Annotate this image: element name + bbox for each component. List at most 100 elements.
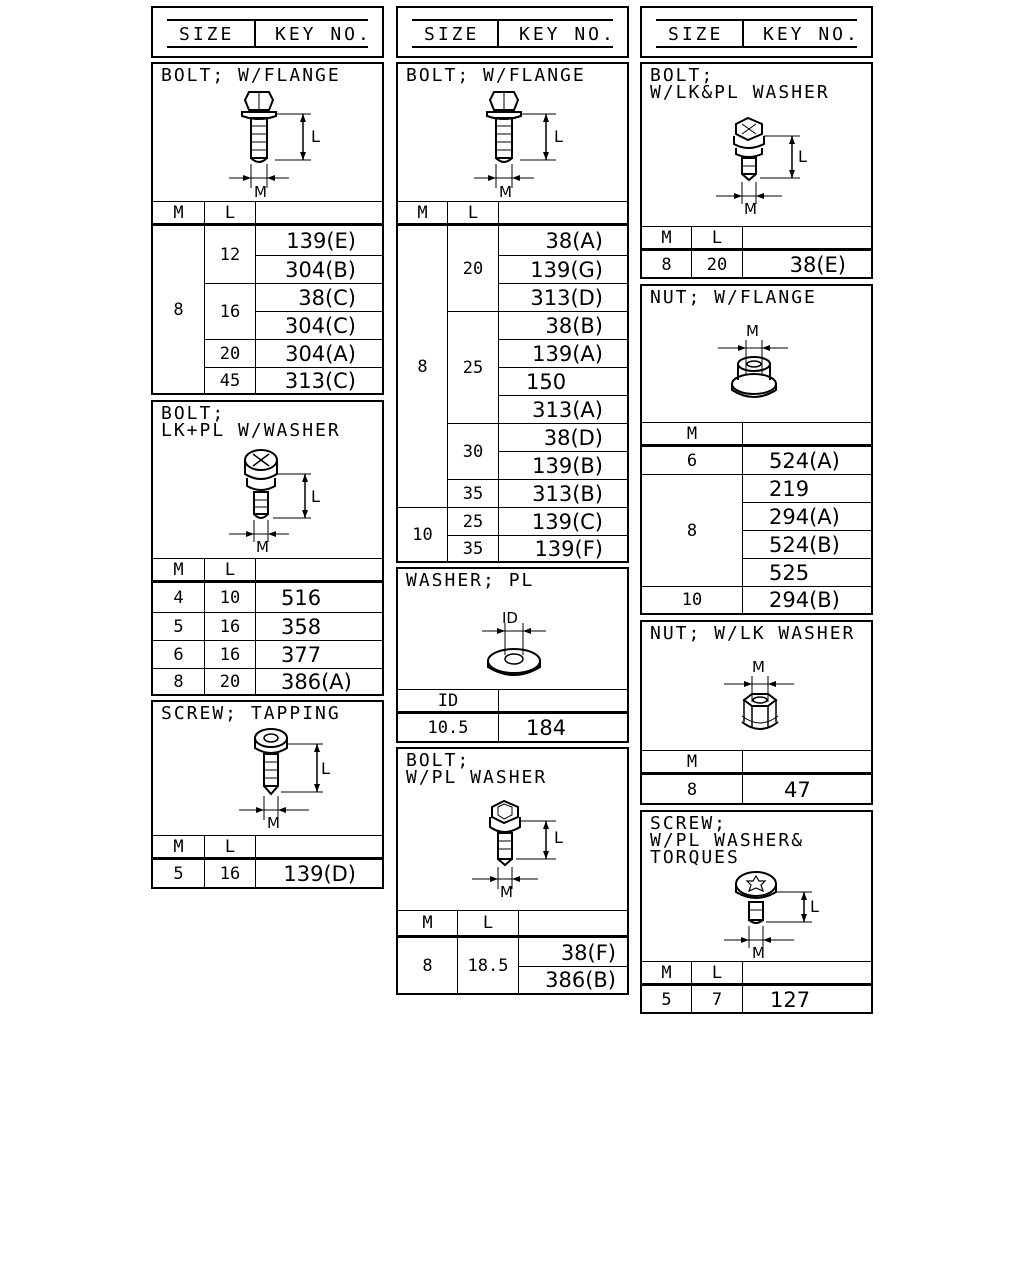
row-rule [499, 255, 627, 256]
svg-text:ID: ID [502, 609, 518, 627]
panel-title: BOLT; W/PL WASHER [406, 750, 548, 788]
col-header-m: M [686, 423, 698, 444]
svg-text:M: M [746, 322, 759, 340]
l-value: 20 [462, 259, 484, 279]
panel-title: SCREW; TAPPING [161, 703, 341, 724]
panel-nut-flange: NUT; W/FLANGE M M 6 8 10 524(A) 219 294(… [640, 284, 873, 615]
l-value: 10 [219, 588, 241, 608]
lock-washer-nut-icon: M [724, 658, 794, 730]
m-value: 10 [681, 590, 703, 610]
table-rule [398, 689, 627, 690]
key-number: 139(D) [283, 862, 356, 886]
row-rule [256, 311, 382, 312]
header-keyno-label: KEY NO. [275, 24, 372, 45]
col-divider [204, 201, 205, 393]
col-header-m: M [173, 202, 184, 223]
l-value: 16 [219, 301, 241, 322]
m-value: 8 [686, 779, 698, 800]
col-header-m: M [417, 202, 428, 223]
col-divider [204, 558, 205, 694]
key-number: 313(A) [532, 397, 603, 422]
size-header-col1: SIZE KEY NO. [151, 6, 384, 58]
size-header-col3: SIZE KEY NO. [640, 6, 873, 58]
row-rule [743, 558, 871, 559]
key-number: 139(G) [530, 257, 603, 282]
table-header-rule [642, 983, 871, 986]
table-rule [642, 750, 871, 751]
table-rule [153, 201, 382, 202]
m-value: 6 [173, 644, 184, 665]
table-rule [642, 226, 871, 227]
svg-text:L: L [810, 897, 819, 916]
row-rule [398, 507, 627, 508]
table-header-rule [642, 248, 871, 251]
row-rule [447, 535, 627, 536]
l-value: 16 [219, 644, 241, 665]
table-rule [642, 422, 871, 423]
panel-bolt-lkpl-washer: BOLT; LK+PL W/WASHER L M M L 4 10 516 5 … [151, 400, 384, 696]
svg-text:L: L [311, 127, 320, 146]
col-header-m: M [173, 836, 184, 857]
panel-title: WASHER; PL [406, 570, 535, 591]
header-divider [742, 21, 744, 47]
key-number: 38(A) [545, 229, 603, 253]
svg-text:M: M [267, 814, 280, 832]
row-rule [519, 966, 627, 967]
l-value: 16 [219, 616, 241, 637]
svg-text:L: L [554, 828, 563, 847]
l-value: 25 [462, 511, 484, 532]
header-rule-bottom [656, 46, 857, 48]
key-number: 38(F) [560, 940, 616, 965]
header-rule-bottom [412, 46, 613, 48]
key-number: 377 [281, 642, 322, 667]
row-rule [642, 474, 871, 475]
svg-text:L: L [321, 759, 330, 778]
panel-title: BOLT; W/LK&PL WASHER [650, 65, 830, 103]
m-value: 8 [686, 520, 698, 541]
key-number: 38(C) [298, 285, 356, 310]
header-size-label: SIZE [424, 24, 480, 45]
m-value: 8 [422, 956, 433, 976]
table-header-rule [398, 223, 627, 226]
row-rule [447, 479, 627, 480]
header-rule-bottom [167, 46, 368, 48]
row-rule [204, 283, 382, 284]
col-divider [457, 910, 458, 993]
l-value: 20 [219, 671, 241, 692]
key-number: 294(B) [769, 588, 840, 612]
header-divider [254, 21, 256, 47]
m-value: 8 [661, 254, 672, 275]
m-value: 5 [173, 864, 184, 884]
header-size-label: SIZE [668, 24, 724, 45]
svg-text:M: M [254, 183, 267, 201]
panel-bolt-pl-washer: BOLT; W/PL WASHER L M M L 8 18.5 38(F) 3… [396, 747, 629, 995]
table-rule [153, 835, 382, 836]
col-header-l: L [224, 836, 236, 857]
l-value: 12 [219, 245, 241, 265]
col-divider [204, 835, 205, 887]
svg-text:M: M [752, 658, 765, 676]
panel-title: NUT; W/FLANGE [650, 287, 817, 308]
col-divider [498, 689, 499, 741]
key-number: 525 [769, 560, 810, 585]
svg-text:M: M [499, 183, 512, 201]
l-value: 18.5 [467, 956, 509, 976]
l-value: 30 [462, 441, 484, 462]
header-rule-top [656, 19, 857, 21]
washer-icon: ID [482, 609, 546, 676]
panel-nut-lk-washer: NUT; W/LK WASHER M M 8 47 [640, 620, 873, 805]
col-divider [691, 226, 692, 277]
flange-nut-icon: M [718, 322, 788, 398]
col-header-l: L [224, 559, 236, 580]
key-number: 184 [526, 716, 567, 740]
svg-text:M: M [256, 538, 269, 556]
svg-text:M: M [500, 883, 513, 901]
panel-title: SCREW; W/PL WASHER& TORQUES [650, 813, 805, 868]
col-header-m: M [661, 962, 672, 983]
col-divider [447, 201, 448, 561]
row-rule [499, 283, 627, 284]
header-keyno-label: KEY NO. [763, 24, 860, 45]
hex-washer-bolt-icon: L M [472, 799, 563, 901]
table-header-rule [398, 711, 627, 714]
col-header-l: L [711, 962, 723, 983]
